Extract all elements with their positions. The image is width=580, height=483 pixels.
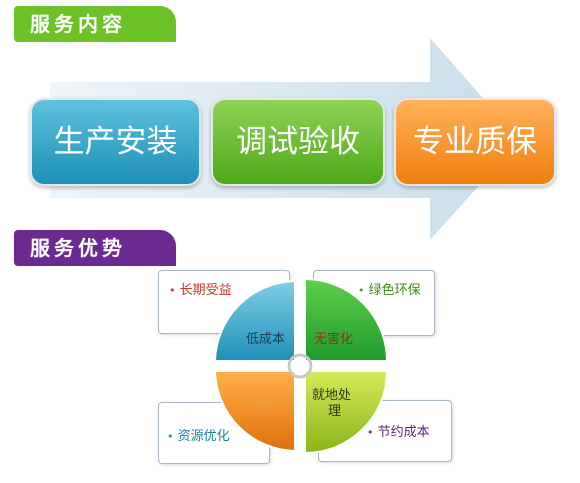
section-title-service-advantages: 服务优势 — [14, 230, 176, 266]
section-title-service-content: 服务内容 — [14, 6, 176, 42]
bullet-icon: • — [167, 430, 174, 443]
step-commissioning-acceptance: 调试验收 — [211, 98, 385, 186]
benefit-label: 长期受益 — [179, 283, 232, 298]
quadrant-top-left — [213, 279, 296, 362]
quadrant-label-low-cost: 低成本 — [246, 332, 286, 347]
step-production-installation: 生产安装 — [30, 98, 201, 186]
benefit-label: 节约成本 — [377, 425, 430, 440]
benefit-label: 资源优化 — [177, 429, 230, 444]
quadrant-label-onsite-line1: 就地处 — [312, 388, 352, 403]
bullet-icon: • — [169, 284, 176, 297]
bullet-icon: • — [367, 426, 374, 439]
center-ring-icon — [287, 353, 313, 379]
quadrant-label-reduction: 减量化 — [246, 395, 286, 410]
benefit-label: 绿色环保 — [368, 283, 421, 298]
quadrant-label-harmless: 无害化 — [314, 332, 354, 347]
quadrant-bottom-left — [213, 370, 296, 453]
quadrant-label-onsite-line2: 理 — [328, 404, 342, 419]
quadrant-bottom-right — [304, 370, 389, 455]
step-professional-warranty: 专业质保 — [394, 98, 556, 186]
bullet-icon: • — [358, 284, 365, 297]
quadrant-top-right — [304, 277, 389, 362]
